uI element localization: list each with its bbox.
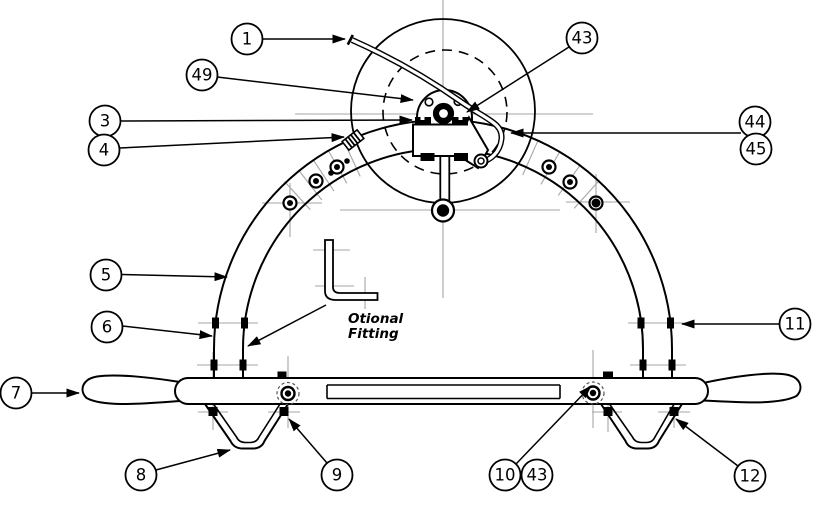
operating-lever [346,34,505,166]
lever-hinge-hole [477,157,485,165]
svg-text:43: 43 [527,466,548,485]
arc-index-holes [282,158,604,211]
callout-11: 11 [681,307,812,341]
optional-fitting-label-line1: Otional [348,311,404,327]
knurled-stop-block [341,128,365,152]
svg-text:8: 8 [136,466,147,485]
callout-10: 10 [488,385,592,492]
svg-text:5: 5 [101,266,112,285]
hex-key-tool [324,239,379,301]
lever-end-cap [346,34,354,46]
svg-text:45: 45 [746,140,767,159]
index-dot [328,170,334,176]
svg-text:4: 4 [99,141,110,160]
hub-mechanism [346,34,505,223]
callout-44: 44 [510,105,772,139]
callout-12: 12 [675,418,767,493]
bracket-bolts [208,407,679,416]
callout-3: 3 [88,104,413,138]
callout-9: 9 [288,418,354,492]
center-ring [432,102,455,125]
callout-4: 4 [87,133,345,167]
callout-45: 45 [739,132,773,166]
callout-43-bottom: 43 [520,458,554,492]
callout-6: 6 [90,310,213,344]
optional-fitting-arrow [247,304,327,347]
svg-text:43: 43 [572,29,593,48]
callout-1: 1 [230,22,346,56]
callouts: 1 49 3 4 43 44 45 [0,21,812,493]
svg-text:12: 12 [740,467,761,486]
left-handle [81,374,181,405]
svg-text:11: 11 [785,315,806,334]
callout-8: 8 [124,448,231,492]
svg-text:7: 7 [11,384,22,403]
right-handle [702,372,802,404]
bar-top-bolt [277,371,287,379]
svg-text:3: 3 [100,112,111,131]
svg-text:1: 1 [242,30,253,49]
svg-text:10: 10 [495,466,516,485]
callout-7: 7 [0,376,80,410]
svg-text:6: 6 [102,318,113,337]
arc-leg-bolts [210,317,676,371]
pivot-stem [439,149,451,206]
bar-top-bolt [603,371,613,379]
callout-49: 49 [185,58,414,104]
left-v-bracket [204,403,289,450]
left-slide-bolt [276,381,300,406]
right-v-bracket [600,403,683,450]
callout-43-top: 43 [466,21,599,113]
svg-text:9: 9 [332,466,343,485]
index-dot [344,158,350,164]
dashed-pitch-circle [382,49,508,175]
pivot-pin [436,204,450,217]
svg-text:44: 44 [745,113,766,132]
optional-fitting-label-line2: Fitting [348,326,399,342]
svg-text:49: 49 [192,66,213,85]
dome-hole [424,97,434,107]
crossbar [174,371,709,450]
block-bolts [415,117,468,161]
crossbar-body [174,377,709,405]
callout-5: 5 [89,258,228,292]
crossbar-slot [326,384,561,400]
